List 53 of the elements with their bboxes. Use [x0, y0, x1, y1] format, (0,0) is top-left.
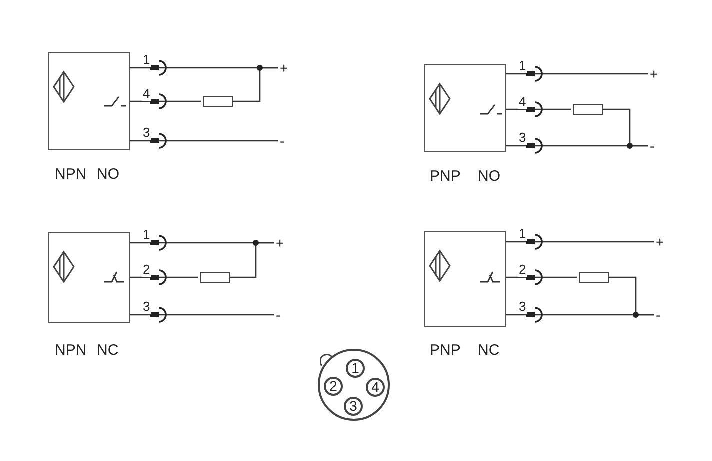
wire — [506, 145, 648, 147]
pin-number-label: 1 — [142, 53, 152, 67]
terminal-sign: - — [656, 307, 668, 323]
wire — [130, 314, 274, 316]
pin-number-label: 3 — [142, 300, 152, 314]
wire — [130, 276, 198, 278]
terminal-sign: + — [276, 235, 288, 251]
pin-number-label: 4 — [142, 86, 152, 100]
wire — [506, 276, 577, 278]
terminal-sign: + — [280, 60, 292, 76]
wire — [506, 241, 654, 243]
resistor-symbol — [579, 272, 609, 283]
terminal-sign: - — [280, 133, 292, 149]
sensor-housing — [48, 232, 130, 323]
output-type-caption: NC — [478, 342, 500, 360]
wire — [230, 242, 274, 278]
sensor-housing — [424, 231, 506, 327]
output-type-caption: NPN — [55, 342, 87, 360]
pin-number-label: 2 — [142, 262, 152, 276]
terminal-sign: - — [650, 138, 662, 154]
pin-number: 3 — [344, 397, 363, 416]
resistor-symbol — [200, 272, 230, 283]
resistor-symbol — [573, 104, 603, 115]
terminal-sign: - — [276, 307, 288, 323]
terminal-sign: + — [650, 66, 662, 82]
pin-number-label: 2 — [518, 262, 528, 276]
pin-number-label: 1 — [142, 228, 152, 242]
pin-number-label: 3 — [518, 300, 528, 314]
pin-number: 1 — [346, 359, 365, 378]
wire — [130, 100, 201, 102]
output-type-caption: PNP — [430, 168, 461, 186]
output-type-caption: NO — [97, 166, 120, 184]
output-type-caption: NPN — [55, 166, 87, 184]
sensor-housing — [48, 52, 130, 150]
pin-number-label: 1 — [518, 227, 528, 241]
wire — [506, 108, 571, 110]
pin-number-label: 3 — [518, 131, 528, 145]
terminal-sign: + — [656, 234, 668, 250]
pin-number: 4 — [366, 378, 385, 397]
output-type-caption: PNP — [430, 342, 461, 360]
output-type-caption: NC — [97, 342, 119, 360]
pin-number-label: 1 — [518, 59, 528, 73]
pin-number-label: 3 — [142, 126, 152, 140]
wire — [233, 67, 278, 102]
wire — [130, 140, 278, 142]
output-type-caption: NO — [478, 168, 500, 186]
wire — [506, 314, 654, 316]
connector-face — [318, 349, 390, 421]
pin-number: 2 — [324, 377, 343, 396]
wire — [506, 73, 648, 75]
sensor-housing — [424, 64, 506, 152]
pin-number-label: 4 — [518, 94, 528, 108]
resistor-symbol — [203, 96, 233, 107]
